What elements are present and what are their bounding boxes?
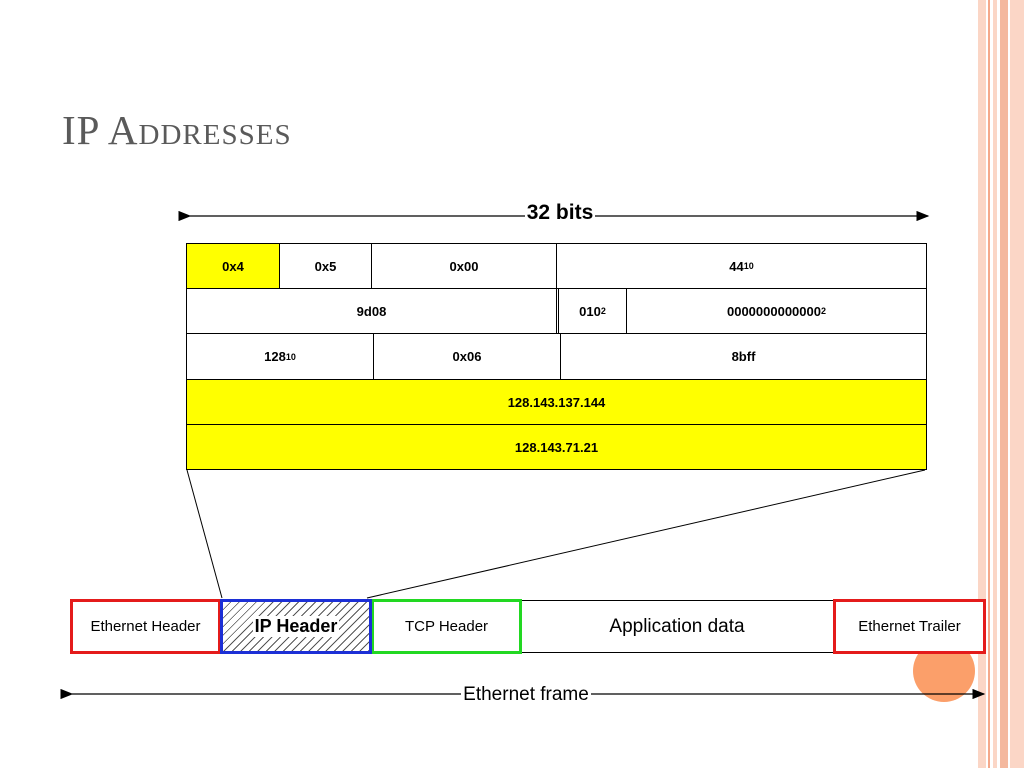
cell-text: 0x06 xyxy=(452,349,482,364)
ip-header-label: IP Header xyxy=(252,616,340,637)
cell-tos: 0x00 xyxy=(371,243,557,289)
cell-subscript: 10 xyxy=(743,261,754,271)
decor-stripe xyxy=(988,0,990,768)
tcp-header-label: TCP Header xyxy=(404,618,489,635)
application-data-label: Application data xyxy=(609,615,745,637)
cell-protocol: 0x06 xyxy=(373,333,561,380)
ethernet-header-label: Ethernet Header xyxy=(90,618,201,635)
cell-text: 128.143.137.144 xyxy=(507,394,606,410)
cell-ihl: 0x5 xyxy=(279,243,372,289)
application-data-box: Application data xyxy=(521,600,834,653)
zoom-line-left xyxy=(186,469,223,599)
cell-text: 0000000000000 xyxy=(726,303,821,319)
ethernet-header-box: Ethernet Header xyxy=(70,599,221,654)
ethernet-trailer-box: Ethernet Trailer xyxy=(833,599,986,654)
ethernet-frame-label: Ethernet frame xyxy=(0,684,1024,706)
decor-stripe xyxy=(978,0,986,768)
zoom-line-right xyxy=(366,469,926,599)
cell-text: 8bff xyxy=(731,349,756,364)
cell-subscript: 2 xyxy=(600,306,606,316)
bits-label: 32 bits xyxy=(0,201,1024,225)
cell-destination-address: 128.143.71.21 xyxy=(186,424,927,470)
ethernet-frame-label-text: Ethernet frame xyxy=(461,684,591,705)
ip-header-box: IP Header xyxy=(220,599,372,654)
cell-text: 0x00 xyxy=(449,258,479,274)
cell-source-address: 128.143.137.144 xyxy=(186,379,927,425)
cell-text: 44 xyxy=(729,258,744,274)
cell-checksum: 8bff xyxy=(560,333,927,380)
cell-subscript: 2 xyxy=(820,306,826,316)
ethernet-trailer-label: Ethernet Trailer xyxy=(858,618,961,635)
cell-version: 0x4 xyxy=(186,243,280,289)
cell-text: 0x4 xyxy=(222,258,244,274)
bits-label-text: 32 bits xyxy=(524,201,596,224)
slide-title: IP Addresses xyxy=(62,107,292,153)
decor-stripe xyxy=(993,0,997,768)
cell-text: 128 xyxy=(264,349,286,364)
decor-stripe xyxy=(1000,0,1008,768)
cell-text: 0x5 xyxy=(314,258,337,274)
cell-text: 9d08 xyxy=(356,303,387,319)
cell-text: 128.143.71.21 xyxy=(514,439,599,455)
cell-identification: 9d08 xyxy=(186,288,557,334)
cell-subscript: 10 xyxy=(285,351,296,362)
decor-stripe xyxy=(1010,0,1024,768)
cell-text: 010 xyxy=(579,303,601,319)
tcp-header-box: TCP Header xyxy=(371,599,522,654)
